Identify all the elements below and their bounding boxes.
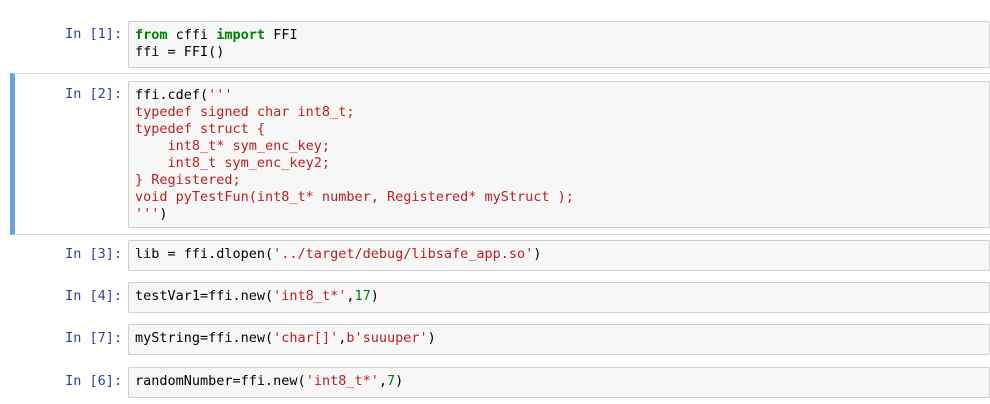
string-literal: '''	[208, 87, 233, 103]
number-literal: 7	[386, 373, 396, 389]
code-editor[interactable]: ffi.cdef(''' typedef signed char int8_t;…	[129, 82, 989, 228]
code-text: FFI	[265, 27, 298, 43]
keyword: from	[135, 27, 168, 43]
notebook-cell-6[interactable]: In [6]: randomNumber=ffi.new('int8_t*',7…	[10, 367, 990, 399]
code-input-area[interactable]: testVar1=ffi.new('int8_t*',17)	[128, 282, 990, 313]
code-text: cffi	[167, 27, 217, 43]
notebook-cell-5[interactable]: In [7]: myString=ffi.new('char[]',b'suuu…	[10, 324, 990, 356]
input-prompt: In [2]:	[65, 86, 122, 102]
code-editor[interactable]: from cffi import FFI ffi = FFI()	[129, 22, 989, 66]
notebook-cell-1[interactable]: In [1]: from cffi import FFI ffi = FFI()	[10, 21, 990, 69]
code-text: )	[427, 330, 436, 346]
string-literal: 'char[]'	[273, 330, 339, 346]
code-text: ,	[346, 288, 355, 304]
string-literal: '../target/debug/libsafe_app.so'	[273, 246, 534, 262]
code-text: myString=ffi.new(	[135, 330, 274, 346]
code-text: )	[370, 288, 379, 304]
code-input-area[interactable]: lib = ffi.dlopen('../target/debug/libsaf…	[128, 240, 990, 271]
notebook-cell-2[interactable]: In [2]: ffi.cdef(''' typedef signed char…	[10, 73, 990, 235]
input-prompt: In [6]:	[65, 373, 122, 389]
code-text: ,	[378, 373, 387, 389]
code-text: ffi.cdef(	[135, 87, 209, 103]
input-prompt: In [4]:	[65, 288, 122, 304]
code-input-area[interactable]: randomNumber=ffi.new('int8_t*',7)	[128, 367, 990, 398]
number-literal: 17	[354, 288, 371, 304]
string-literal: b'suuuper'	[346, 330, 428, 346]
code-text: )	[533, 246, 542, 262]
code-text: ffi = FFI()	[135, 44, 225, 60]
code-editor[interactable]: randomNumber=ffi.new('int8_t*',7)	[129, 368, 989, 395]
input-prompt: In [7]:	[65, 330, 122, 346]
input-prompt: In [3]:	[65, 246, 122, 262]
notebook-cell-3[interactable]: In [3]: lib = ffi.dlopen('../target/debu…	[10, 240, 990, 272]
code-input-area[interactable]: myString=ffi.new('char[]',b'suuuper')	[128, 324, 990, 355]
code-text: )	[395, 373, 404, 389]
code-editor[interactable]: testVar1=ffi.new('int8_t*',17)	[129, 283, 989, 310]
code-text: randomNumber=ffi.new(	[135, 373, 306, 389]
code-input-area[interactable]: ffi.cdef(''' typedef signed char int8_t;…	[128, 81, 990, 228]
code-text: lib = ffi.dlopen(	[135, 246, 274, 262]
string-literal: typedef signed char int8_t; typedef stru…	[135, 104, 574, 222]
string-literal: 'int8_t*'	[305, 373, 379, 389]
code-editor[interactable]: lib = ffi.dlopen('../target/debug/libsaf…	[129, 241, 989, 268]
code-input-area[interactable]: from cffi import FFI ffi = FFI()	[128, 21, 990, 68]
keyword: import	[216, 27, 266, 43]
code-editor[interactable]: myString=ffi.new('char[]',b'suuuper')	[129, 325, 989, 352]
code-text: ,	[338, 330, 347, 346]
input-prompt: In [1]:	[65, 26, 122, 42]
code-text: testVar1=ffi.new(	[135, 288, 274, 304]
notebook-cell-4[interactable]: In [4]: testVar1=ffi.new('int8_t*',17)	[10, 282, 990, 314]
string-literal: 'int8_t*'	[273, 288, 347, 304]
code-text: )	[159, 206, 168, 222]
